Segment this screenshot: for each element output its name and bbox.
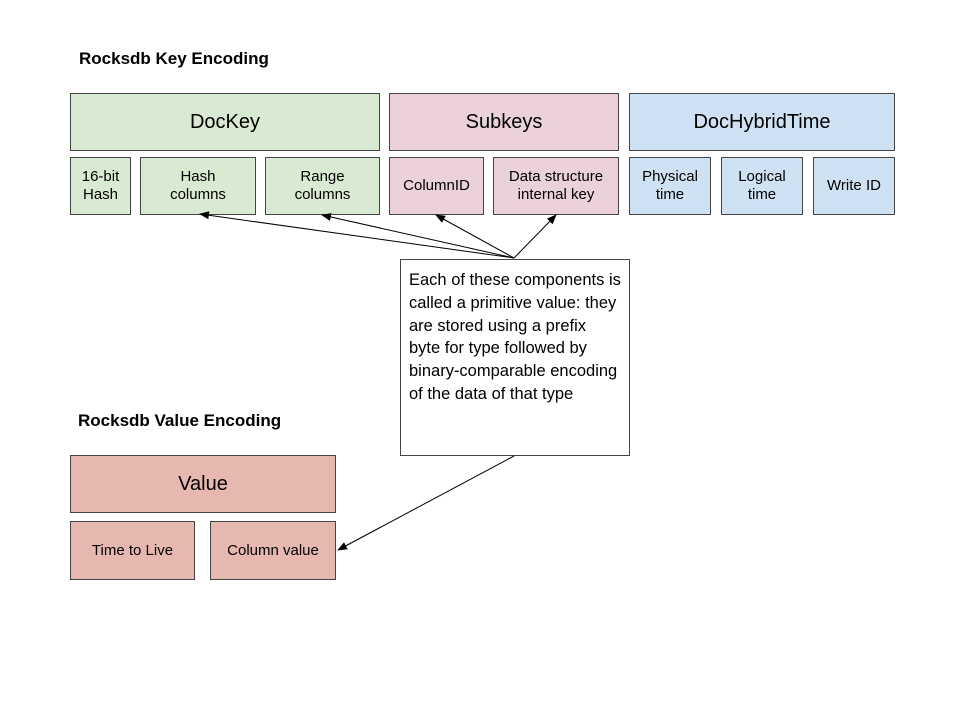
arrow-to-internal-key bbox=[513, 214, 557, 259]
column-value-box: Column value bbox=[210, 521, 336, 580]
value-encoding-title: Rocksdb Value Encoding bbox=[78, 411, 282, 430]
key-encoding-title: Rocksdb Key Encoding bbox=[79, 49, 269, 68]
time-to-live-box: Time to Live bbox=[70, 521, 195, 580]
arrow-to-range-columns bbox=[321, 213, 515, 259]
arrow-to-columnid bbox=[435, 214, 515, 259]
logical-time-box: Logical time bbox=[721, 157, 803, 215]
internal-key-box: Data structure internal key bbox=[493, 157, 619, 215]
dochybridtime-box: DocHybridTime bbox=[629, 93, 895, 151]
dockey-box: DocKey bbox=[70, 93, 380, 151]
note-box: Each of these components is called a pri… bbox=[400, 259, 630, 456]
hash-16bit-box: 16-bit Hash bbox=[70, 157, 131, 215]
arrow-to-column-value bbox=[337, 455, 515, 551]
value-box: Value bbox=[70, 455, 336, 513]
subkeys-box: Subkeys bbox=[389, 93, 619, 151]
physical-time-box: Physical time bbox=[629, 157, 711, 215]
hash-columns-box: Hash columns bbox=[140, 157, 256, 215]
columnid-box: ColumnID bbox=[389, 157, 484, 215]
arrow-to-hash-columns bbox=[199, 211, 515, 259]
write-id-box: Write ID bbox=[813, 157, 895, 215]
